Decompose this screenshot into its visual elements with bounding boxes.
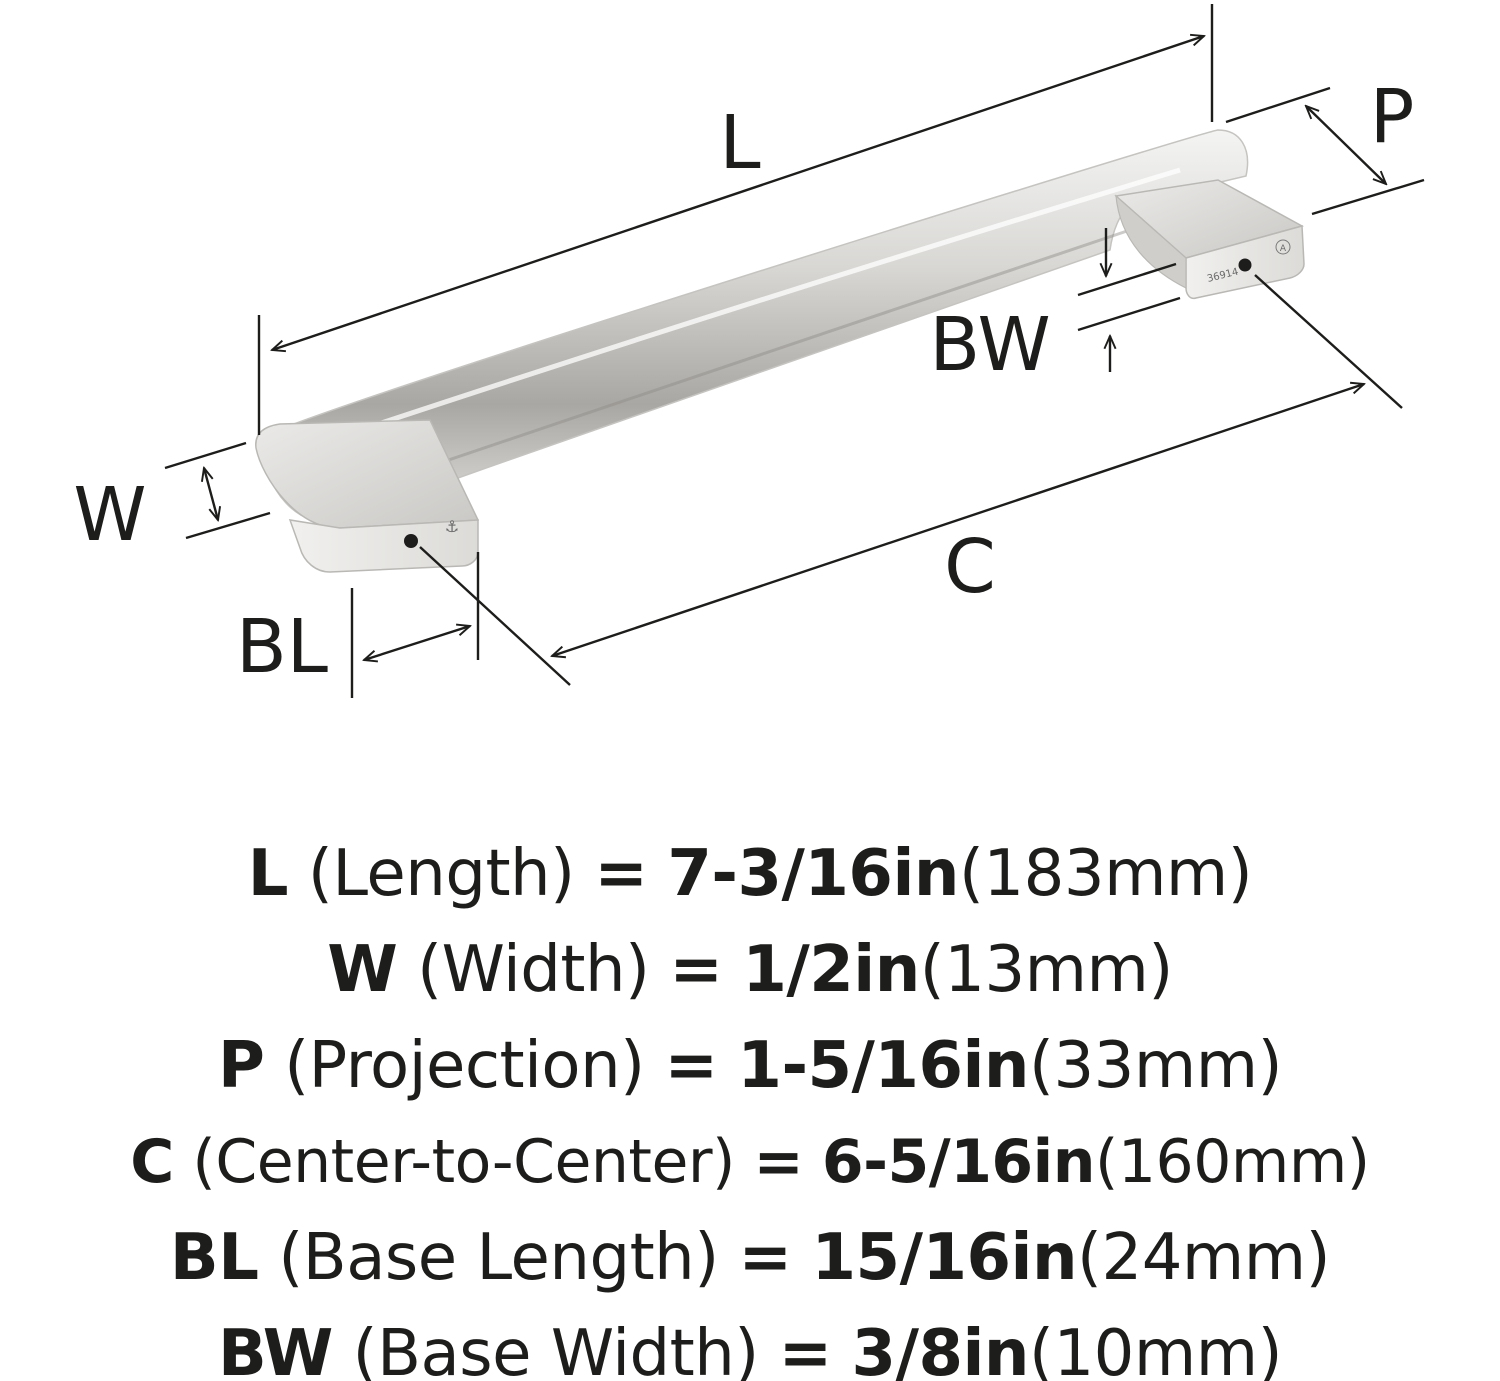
spec-projection: P (Projection) = 1-5/16in(33mm) xyxy=(217,1029,1283,1103)
cabinet-pull: ⚓ 36914 A xyxy=(255,129,1305,573)
label-C: C xyxy=(944,524,996,610)
projection-extension-bottom xyxy=(1311,178,1425,216)
spec-base-length: BL (Base Length) = 15/16in(24mm) xyxy=(169,1221,1331,1295)
label-P: P xyxy=(1370,74,1415,160)
anchor-icon: ⚓ xyxy=(445,517,459,536)
cabinet-pull-diagram: ⚓ 36914 A xyxy=(73,4,1425,698)
dimension-lines xyxy=(164,4,1425,698)
left-screw-hole xyxy=(404,534,418,548)
width-extension-top xyxy=(164,441,247,470)
svg-text:A: A xyxy=(1280,244,1287,254)
spec-width: W (Width) = 1/2in(13mm) xyxy=(327,933,1173,1007)
center-extension-right xyxy=(1254,274,1403,409)
projection-arrow xyxy=(1306,106,1386,184)
right-screw-hole xyxy=(1238,258,1252,272)
projection-extension-top xyxy=(1225,86,1331,124)
length-arrow xyxy=(272,36,1204,350)
width-extension-bottom xyxy=(185,511,271,540)
base-width-extension-top xyxy=(1077,262,1177,297)
spec-base-width: BW (Base Width) = 3/8in(10mm) xyxy=(217,1317,1283,1381)
spec-center-to-center: C (Center-to-Center) = 6-5/16in(160mm) xyxy=(130,1127,1370,1197)
spec-length: L (Length) = 7-3/16in(183mm) xyxy=(247,837,1253,911)
label-W: W xyxy=(73,472,146,558)
base-width-extension-bottom xyxy=(1077,296,1181,332)
dimension-spec-list: L (Length) = 7-3/16in(183mm) W (Width) =… xyxy=(0,826,1500,1381)
brand-logo-icon xyxy=(1275,239,1291,255)
label-BL: BL xyxy=(236,604,328,690)
width-arrow xyxy=(204,468,218,520)
label-BW: BW xyxy=(929,302,1050,388)
label-L: L xyxy=(719,100,760,186)
center-arrow xyxy=(552,384,1364,656)
center-extension-left xyxy=(419,546,571,686)
base-length-arrow xyxy=(364,626,470,660)
